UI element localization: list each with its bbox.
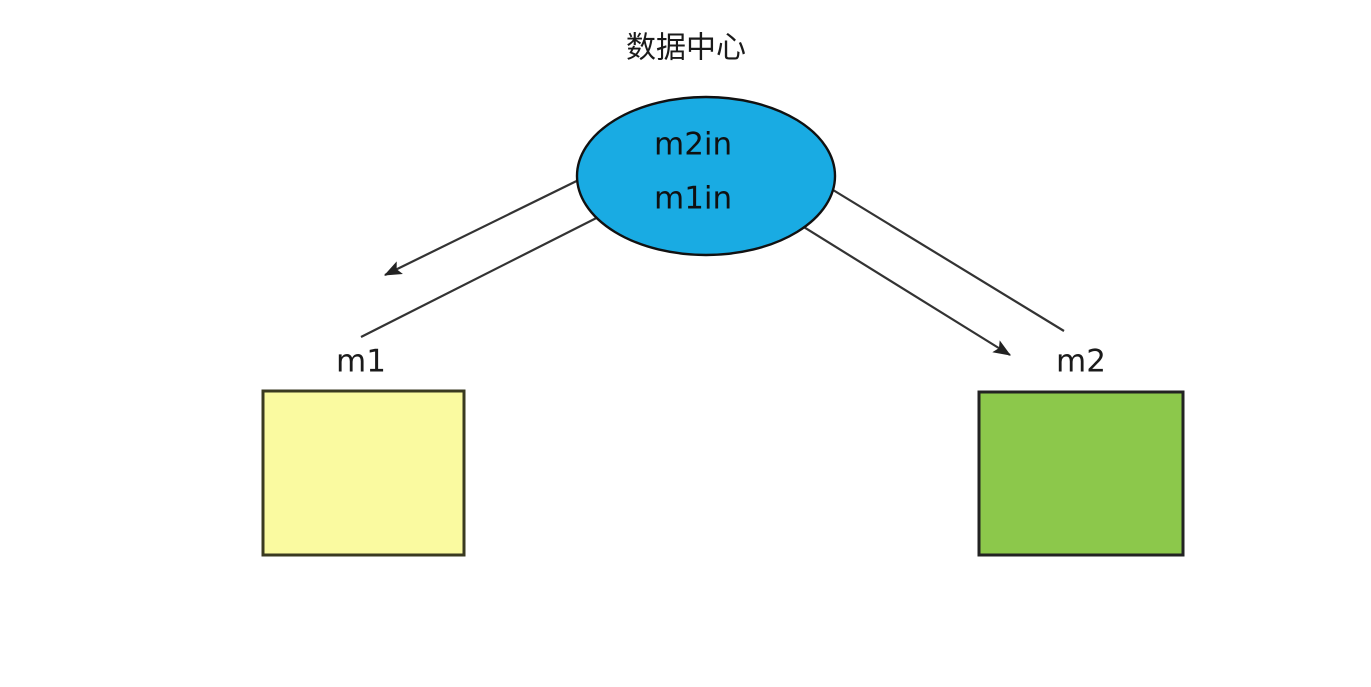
node-rect-m2[interactable]	[977, 390, 1185, 557]
port-label-m2in: m2in	[654, 127, 732, 163]
data-center-ellipse[interactable]	[575, 95, 837, 257]
port-label-m1in: m1in	[654, 181, 732, 217]
edge-m1-to-m1in	[360, 198, 635, 338]
node-label-m2: m2	[1056, 344, 1106, 380]
node-label-m1: m1	[336, 344, 386, 380]
page-title: 数据中心	[626, 31, 746, 66]
node-rect-m1[interactable]	[261, 389, 466, 557]
